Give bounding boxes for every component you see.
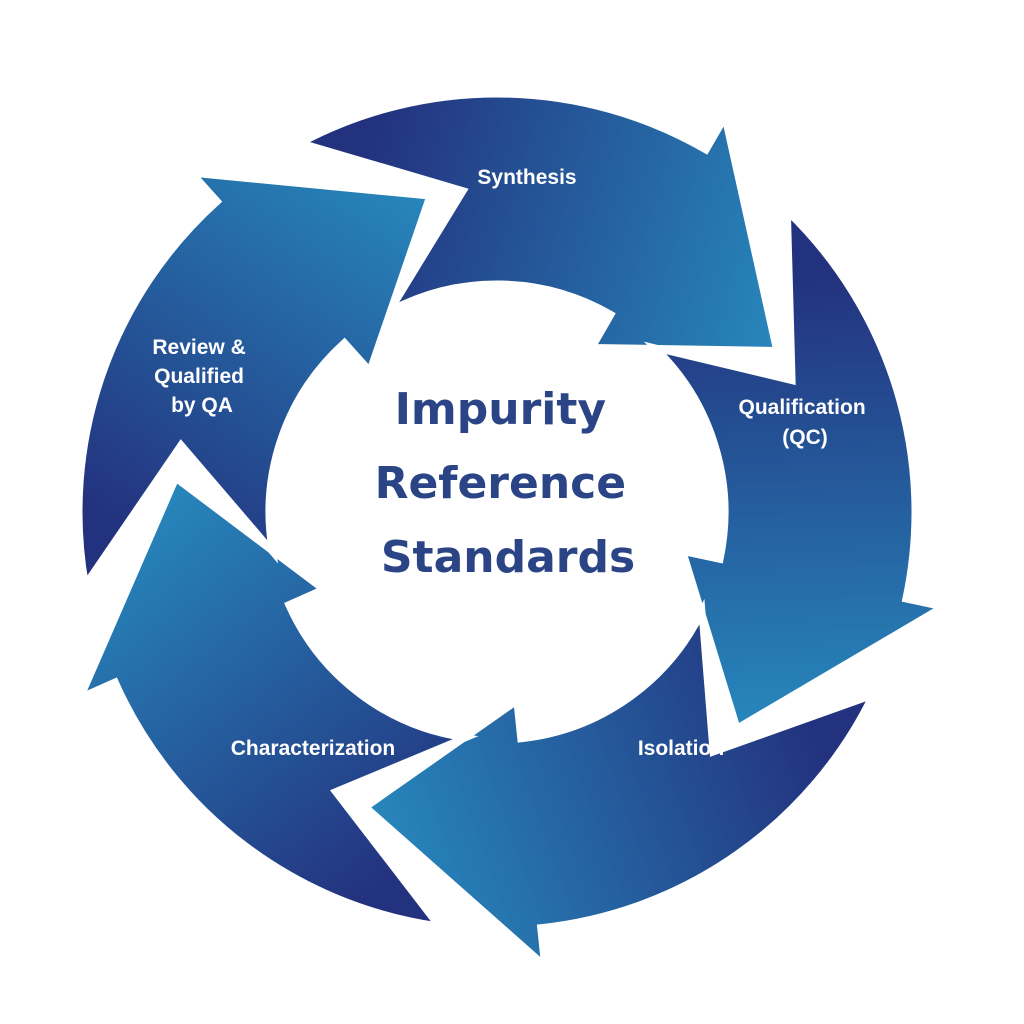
step-label-line: Qualified	[154, 365, 244, 388]
step-label-characterization: Characterization	[231, 737, 396, 760]
isolation-arrow	[359, 598, 880, 975]
center-title-line: Standards	[381, 532, 635, 583]
step-label-line: Review &	[152, 336, 245, 359]
step-label-synthesis: Synthesis	[477, 166, 576, 189]
step-labels: Synthesis Qualification (QC) Isolation C…	[152, 166, 871, 760]
cycle-arrows	[73, 90, 953, 975]
step-label-line: Synthesis	[477, 166, 576, 189]
synthesis-arrow	[291, 90, 782, 355]
qualification-qc-arrow	[643, 202, 953, 734]
step-label-line: Isolation	[638, 737, 724, 760]
step-label-line: Qualification	[738, 396, 865, 419]
characterization-arrow	[73, 472, 479, 931]
step-label-line: by QA	[171, 394, 233, 417]
center-title: Impurity Reference Standards	[375, 384, 642, 583]
step-label-isolation: Isolation	[638, 737, 724, 760]
center-title-line: Reference	[375, 458, 627, 509]
center-title-line: Impurity	[395, 384, 607, 435]
step-label-qualification-qc: Qualification (QC)	[738, 396, 871, 449]
review-qualified-by-qa-arrow	[75, 168, 435, 594]
step-label-line: Characterization	[231, 737, 396, 760]
step-label-line: (QC)	[782, 426, 828, 449]
step-label-review-qualified-by-qa: Review & Qualified by QA	[152, 336, 251, 417]
